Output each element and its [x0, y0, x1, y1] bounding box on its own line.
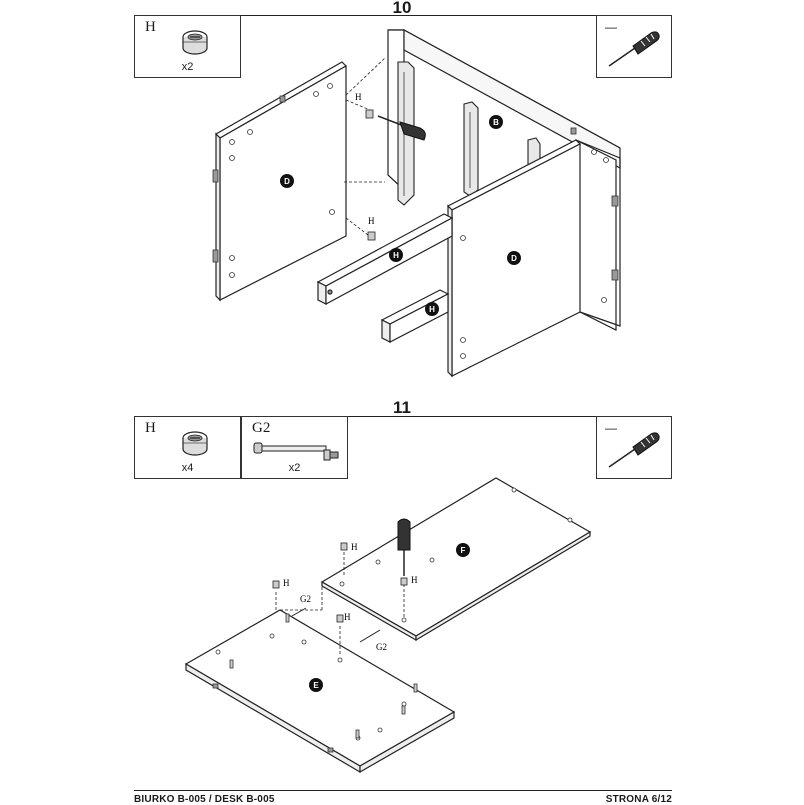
footer-divider [134, 790, 672, 791]
cam-locks-step10 [365, 109, 376, 241]
footer-product: BIURKO B-005 / DESK B-005 [134, 794, 275, 805]
panel-e-holes [212, 613, 418, 753]
cam-lock-icon [182, 30, 208, 55]
hardware-letter: H [145, 420, 156, 436]
svg-text:B: B [493, 118, 499, 127]
hardware-quantity: x2 [288, 462, 301, 474]
badge-h-rail-top: H [389, 248, 403, 262]
dowel-bolt-icon [253, 442, 339, 461]
step-11-hardware-box-g2: G2 x2 [241, 416, 348, 479]
tool-dash: — [605, 20, 617, 34]
panel-f [320, 477, 592, 642]
svg-text:H: H [393, 251, 399, 260]
hardware-quantity: x4 [181, 462, 194, 474]
screwdriver-icon [608, 432, 660, 468]
svg-text:F: F [461, 546, 466, 555]
rail-bottom [380, 289, 450, 343]
step-11-hardware-box-h: H x4 [134, 416, 241, 479]
badge-d-left: D [280, 174, 294, 188]
hardware-letter: H [145, 19, 156, 35]
label-h-11b: H [283, 578, 290, 588]
svg-text:D: D [511, 254, 517, 263]
screwdriver-icon [608, 31, 660, 67]
label-h-11d: H [411, 575, 418, 585]
panel-right-edge [575, 139, 617, 331]
screwdriver-step11 [397, 518, 411, 576]
badge-f: F [456, 543, 470, 557]
tool-dash: — [605, 421, 617, 435]
step-10-hardware-box: H x2 [134, 15, 241, 78]
step-11-number: 11 [393, 398, 411, 417]
svg-text:E: E [313, 681, 319, 690]
label-h-step10-a: H [355, 92, 362, 102]
label-h-11c: H [344, 612, 351, 622]
badge-h-rail-bottom: H [425, 302, 439, 316]
guide-lines-11 [275, 552, 405, 656]
step-10-number: 10 [392, 0, 412, 17]
badge-d-right: D [507, 251, 521, 265]
hardware-letter: G2 [252, 420, 271, 436]
svg-text:D: D [284, 177, 290, 186]
badge-e: E [309, 678, 323, 692]
dowel-arrows [291, 607, 381, 643]
panel-left-holes [212, 83, 335, 278]
guide-lines-10 [344, 57, 386, 236]
label-g2-a: G2 [300, 594, 311, 604]
cam-lock-icon [182, 431, 208, 456]
rail-top [316, 213, 454, 306]
label-h-11a: H [351, 542, 358, 552]
cam-locks-step11 [272, 542, 408, 623]
step-11-divider [134, 416, 672, 417]
svg-text:H: H [429, 305, 435, 314]
footer-page-number: STRONA 6/12 [605, 794, 672, 805]
step-10-divider [134, 15, 672, 16]
panel-right-holes [460, 127, 619, 359]
label-g2-b: G2 [376, 642, 387, 652]
hardware-quantity: x2 [181, 61, 194, 73]
screwdriver-step10 [377, 115, 426, 141]
label-h-step10-b: H [368, 216, 375, 226]
badge-b: B [489, 115, 503, 129]
step-11-tool-box: — [596, 416, 672, 479]
step-10-tool-box: — [596, 15, 672, 78]
